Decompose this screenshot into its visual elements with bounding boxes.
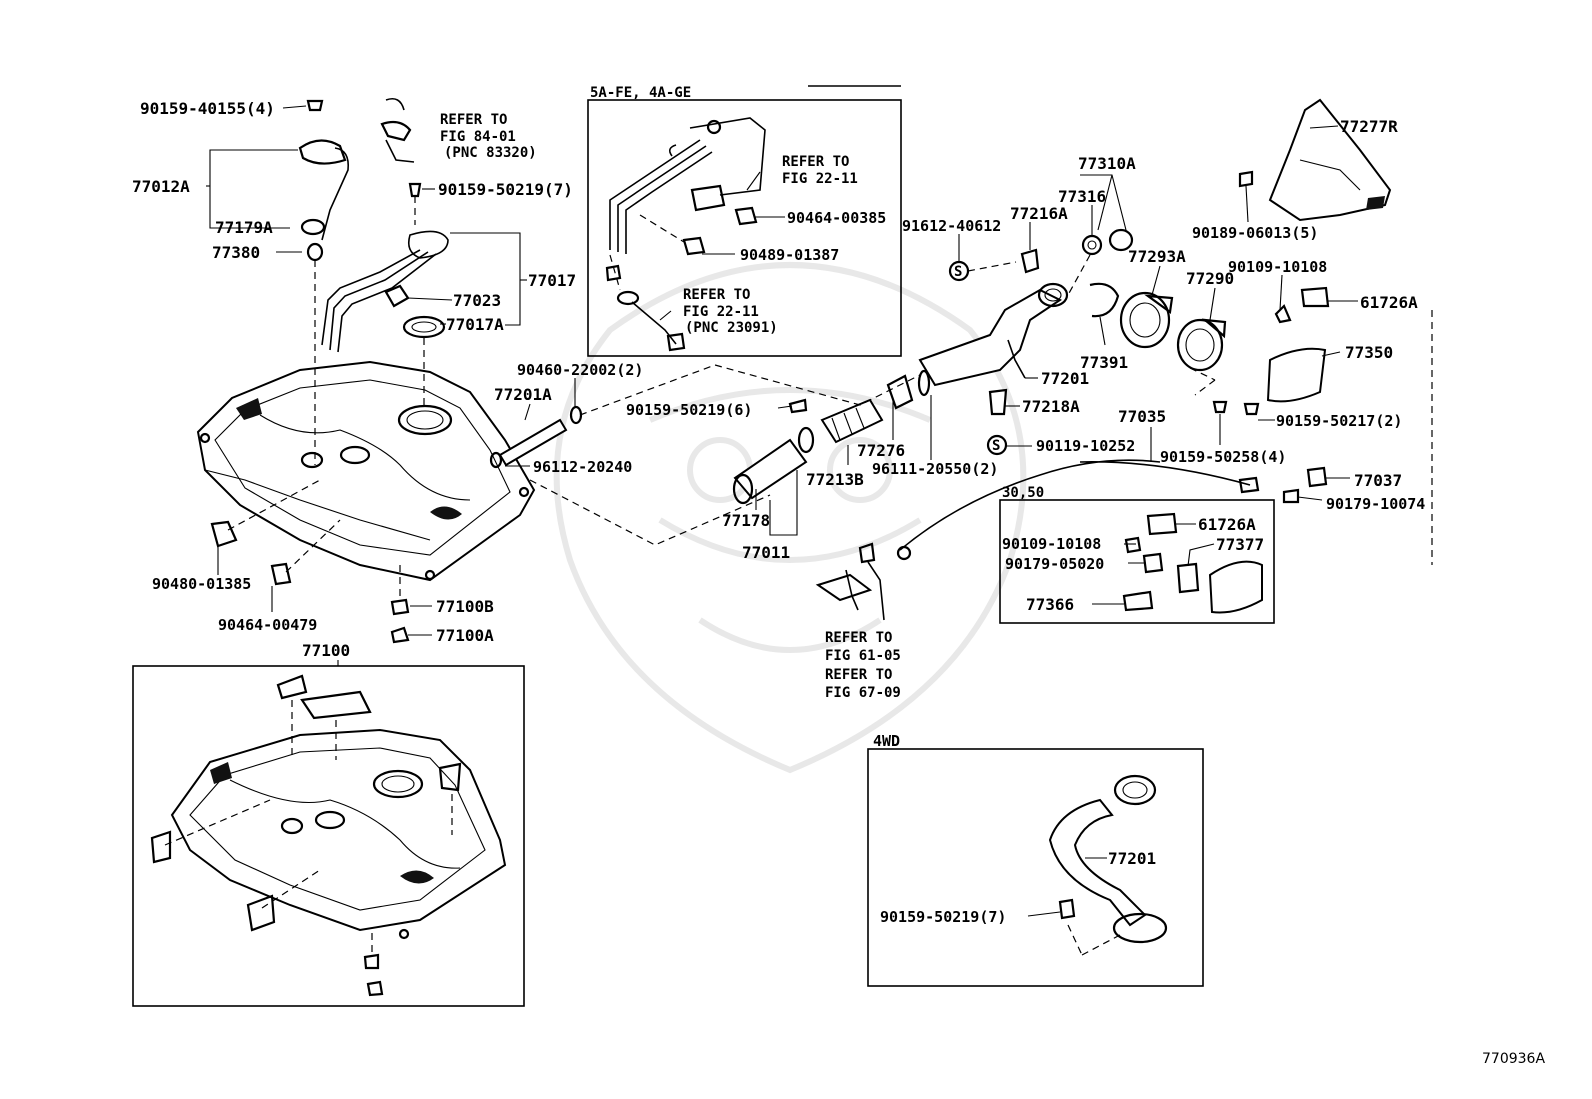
label-77310A: 77310A [1078,154,1136,173]
label-77017: 77017 [528,271,576,290]
label-77316: 77316 [1058,187,1106,206]
leader-lines [206,105,1358,917]
fuel-tank-illustration [196,360,536,582]
label-61726A-30-50: 61726A [1198,515,1256,534]
variant-30-50-parts-illustration [1122,512,1263,614]
reference-notes: REFER TO FIG 84-01 (PNC 83320) REFER TO … [440,112,901,701]
label-77201: 77201 [1041,369,1089,388]
refer-fig-22-11b-line1: REFER TO [683,287,750,303]
label-90480-01385: 90480-01385 [152,575,251,593]
refer-fig-22-11a-line2: FIG 22-11 [782,171,858,187]
label-77100B: 77100B [436,597,494,616]
label-77216A: 77216A [1010,204,1068,223]
clip-illustrations [210,520,410,644]
label-90464-00385: 90464-00385 [787,209,886,227]
screw-symbol-s-b: S [992,438,1000,454]
label-96111-20550: 96111-20550(2) [872,460,998,478]
label-77380: 77380 [212,243,260,262]
fuel-sender-illustration [298,97,449,353]
label-90464-00479: 90464-00479 [218,616,317,634]
label-77218A: 77218A [1022,397,1080,416]
lid-opener-cable-illustration [899,459,1251,551]
refer-fig-22-11b-line3: (PNC 23091) [685,320,778,336]
variant-4wd-box [867,748,1204,987]
engine-variant-box [587,99,902,357]
label-90159-50219-7-4wd: 90159-50219(7) [880,908,1006,926]
refer-fig-22-11b-line2: FIG 22-11 [683,304,759,320]
label-90179-05020: 90179-05020 [1005,555,1104,573]
label-77017A: 77017A [446,315,504,334]
label-90109-10108: 90109-10108 [1228,258,1327,276]
label-77290: 77290 [1186,269,1234,288]
variant-30-50-box [999,499,1275,624]
variant-4wd-label: 4WD [873,732,900,750]
refer-fig-61-05-line2: FIG 61-05 [825,648,901,664]
label-77011: 77011 [742,543,790,562]
label-90109-10108-30-50: 90109-10108 [1002,535,1101,553]
label-90119-10252: 90119-10252 [1036,437,1135,455]
refer-fig-84-01-line3: (PNC 83320) [444,145,537,161]
refer-fig-84-01-line2: FIG 84-01 [440,129,516,145]
label-90489-01387: 90489-01387 [740,246,839,264]
watermark-emblem [553,262,1027,774]
label-90159-50219-6: 90159-50219(6) [626,401,752,419]
label-90179-10074: 90179-10074 [1326,495,1425,513]
label-61726A: 61726A [1360,293,1418,312]
label-77100A: 77100A [436,626,494,645]
refer-fig-67-09-line1: REFER TO [825,667,892,683]
figure-code: 770936A [1482,1051,1545,1067]
label-77213B: 77213B [806,470,864,489]
label-77366: 77366 [1026,595,1074,614]
label-77391: 77391 [1080,353,1128,372]
guide-line-upper [579,364,921,416]
label-77035: 77035 [1118,407,1166,426]
label-77012A: 77012A [132,177,190,196]
filler-pipe-illustration [918,288,1062,387]
label-96112-20240: 96112-20240 [533,458,632,476]
label-77201A: 77201A [494,385,552,404]
screw-symbol-s-a: S [954,264,962,280]
label-91612-40612: 91612-40612 [902,217,1001,235]
label-77350: 77350 [1345,343,1393,362]
refer-fig-84-01-line1: REFER TO [440,112,507,128]
label-77277R: 77277R [1340,117,1398,136]
variant-30-50-label: 30,50 [1002,485,1044,501]
part-labels: 90159-40155(4) 77012A 77179A 77380 90159… [132,99,1425,926]
label-90159-50217: 90159-50217(2) [1276,412,1402,430]
label-77100: 77100 [302,641,350,660]
label-90159-40155: 90159-40155(4) [140,99,275,118]
label-77293A: 77293A [1128,247,1186,266]
label-90460-22002: 90460-22002(2) [517,361,643,379]
label-77178: 77178 [722,511,770,530]
label-90189-06013: 90189-06013(5) [1192,224,1318,242]
label-77023: 77023 [453,291,501,310]
refer-fig-61-05-line1: REFER TO [825,630,892,646]
refer-fig-67-09-line2: FIG 67-09 [825,685,901,701]
engine-variant-label: 5A-FE, 4A-GE [590,85,691,101]
tank-assembly-box [132,665,525,1007]
filler-pipe-4wd-illustration [1048,774,1168,944]
label-77037: 77037 [1354,471,1402,490]
tank-assembly-illustration [150,674,507,997]
label-77179A: 77179A [215,218,273,237]
filler-hose-illustration [489,369,931,505]
filler-cap-assembly-illustration: S S [948,228,1327,456]
label-77377: 77377 [1216,535,1264,554]
refer-fig-22-11a-line1: REFER TO [782,154,849,170]
lever-bracket-illustration [815,542,885,621]
label-90159-50258: 90159-50258(4) [1160,448,1286,466]
label-77201-4wd: 77201 [1108,849,1156,868]
label-77276: 77276 [857,441,905,460]
engine-variant-sender-illustration [605,117,766,352]
label-90159-50219-7: 90159-50219(7) [438,180,573,199]
